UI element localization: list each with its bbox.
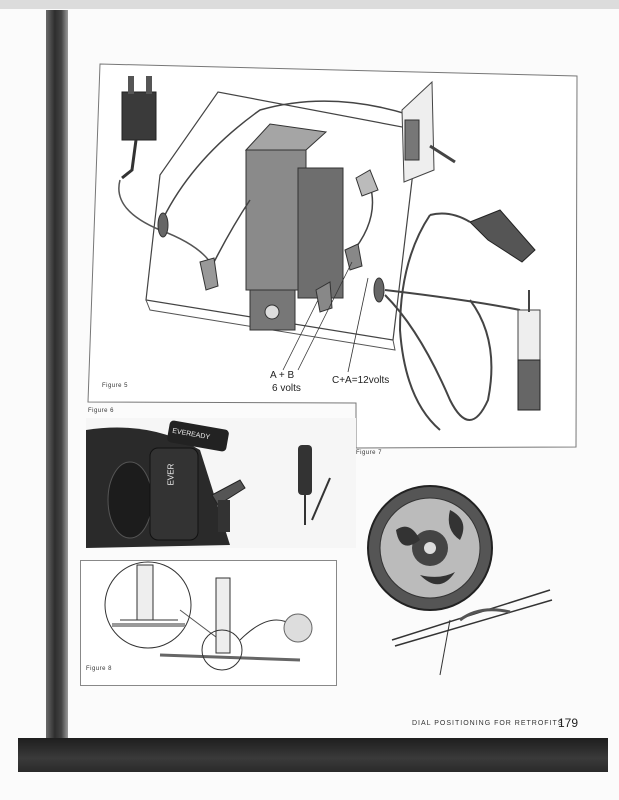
running-head: DIAL POSITIONING FOR RETROFITS xyxy=(412,720,564,727)
label-six-volts: 6 volts xyxy=(272,383,301,394)
figure-5-caption: Figure 5 xyxy=(102,383,129,389)
scan-bottom-shadow xyxy=(18,738,608,772)
figure-7-caption: Figure 7 xyxy=(356,450,383,456)
label-a-plus-b: A + B xyxy=(270,370,295,381)
label-c-plus-a: C+A=12volts xyxy=(332,375,390,386)
binding-gutter-shadow xyxy=(46,10,68,740)
page-number: 179 xyxy=(558,716,579,730)
figure-8-caption: Figure 8 xyxy=(86,666,113,672)
scan-top-edge xyxy=(0,0,619,9)
figure-6-caption: Figure 6 xyxy=(88,408,115,414)
